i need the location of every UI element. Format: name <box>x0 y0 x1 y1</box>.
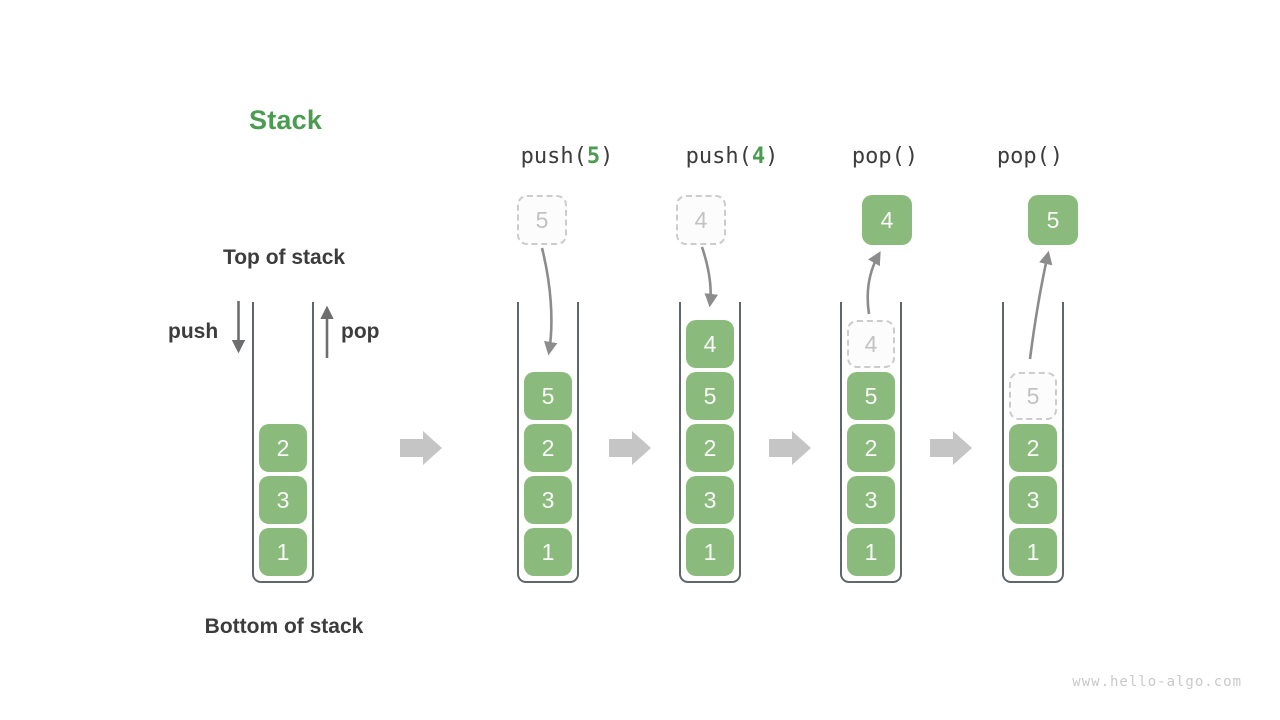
floating-cell-push-5: 5 <box>517 195 567 245</box>
step-arrow-icon <box>930 431 972 465</box>
bottom-of-stack-label: Bottom of stack <box>204 615 364 638</box>
stack-cell: 3 <box>259 476 307 524</box>
step-arrow-icon <box>400 431 442 465</box>
top-of-stack-label: Top of stack <box>222 246 346 269</box>
stack-cell: 2 <box>686 424 734 472</box>
step-arrow-icon <box>609 431 651 465</box>
push-label: push <box>168 320 219 343</box>
stack-cell: 2 <box>259 424 307 472</box>
stack-cell: 2 <box>847 424 895 472</box>
stack-cell: 1 <box>686 528 734 576</box>
operation-label-push-4: push(4) <box>686 144 779 169</box>
push-5-motion-arrow-icon <box>540 247 558 356</box>
operation-prefix: push( <box>685 144 752 169</box>
stack-cell: 2 <box>524 424 572 472</box>
operation-suffix: ) <box>1049 144 1064 169</box>
stack-cell: 3 <box>847 476 895 524</box>
operation-prefix: push( <box>520 144 587 169</box>
stack-cell-ghost: 4 <box>847 320 895 368</box>
push-4-motion-arrow-icon <box>700 246 718 308</box>
operation-suffix: ) <box>600 144 614 169</box>
stack-cell: 1 <box>259 528 307 576</box>
operation-label-push-5: push(5) <box>521 144 614 169</box>
pop-5-motion-arrow-icon <box>1028 250 1053 360</box>
stack-container <box>517 302 579 583</box>
floating-cell-push-4: 4 <box>676 195 726 245</box>
stack-cell: 5 <box>524 372 572 420</box>
operation-argument: 4 <box>751 144 766 169</box>
stack-cell: 1 <box>1009 528 1057 576</box>
stack-cell: 2 <box>1009 424 1057 472</box>
stack-container <box>1002 302 1064 583</box>
floating-cell-pop-second: 5 <box>1028 195 1078 245</box>
stack-cell: 3 <box>524 476 572 524</box>
stack-cell: 3 <box>1009 476 1057 524</box>
operation-suffix: ) <box>765 144 779 169</box>
stack-cell-ghost: 5 <box>1009 372 1057 420</box>
operation-suffix: ) <box>904 144 919 169</box>
stack-container <box>679 302 741 583</box>
pop-label: pop <box>341 320 380 343</box>
stack-cell: 5 <box>847 372 895 420</box>
stack-container <box>840 302 902 583</box>
pop-4-motion-arrow-icon <box>866 251 881 315</box>
step-arrow-icon <box>769 431 811 465</box>
operation-prefix: pop( <box>996 144 1050 169</box>
stack-cell: 1 <box>524 528 572 576</box>
stack-cell: 5 <box>686 372 734 420</box>
stack-cell: 4 <box>686 320 734 368</box>
operation-label-pop-second: pop() <box>997 144 1063 169</box>
stack-cell: 1 <box>847 528 895 576</box>
floating-cell-pop-first: 4 <box>862 195 912 245</box>
page-title: Stack <box>249 105 323 135</box>
operation-argument: 5 <box>586 144 601 169</box>
operation-label-pop-first: pop() <box>852 144 918 169</box>
watermark: www.hello-algo.com <box>1072 674 1242 690</box>
operation-prefix: pop( <box>851 144 905 169</box>
stack-container <box>252 302 314 583</box>
stack-cell: 3 <box>686 476 734 524</box>
